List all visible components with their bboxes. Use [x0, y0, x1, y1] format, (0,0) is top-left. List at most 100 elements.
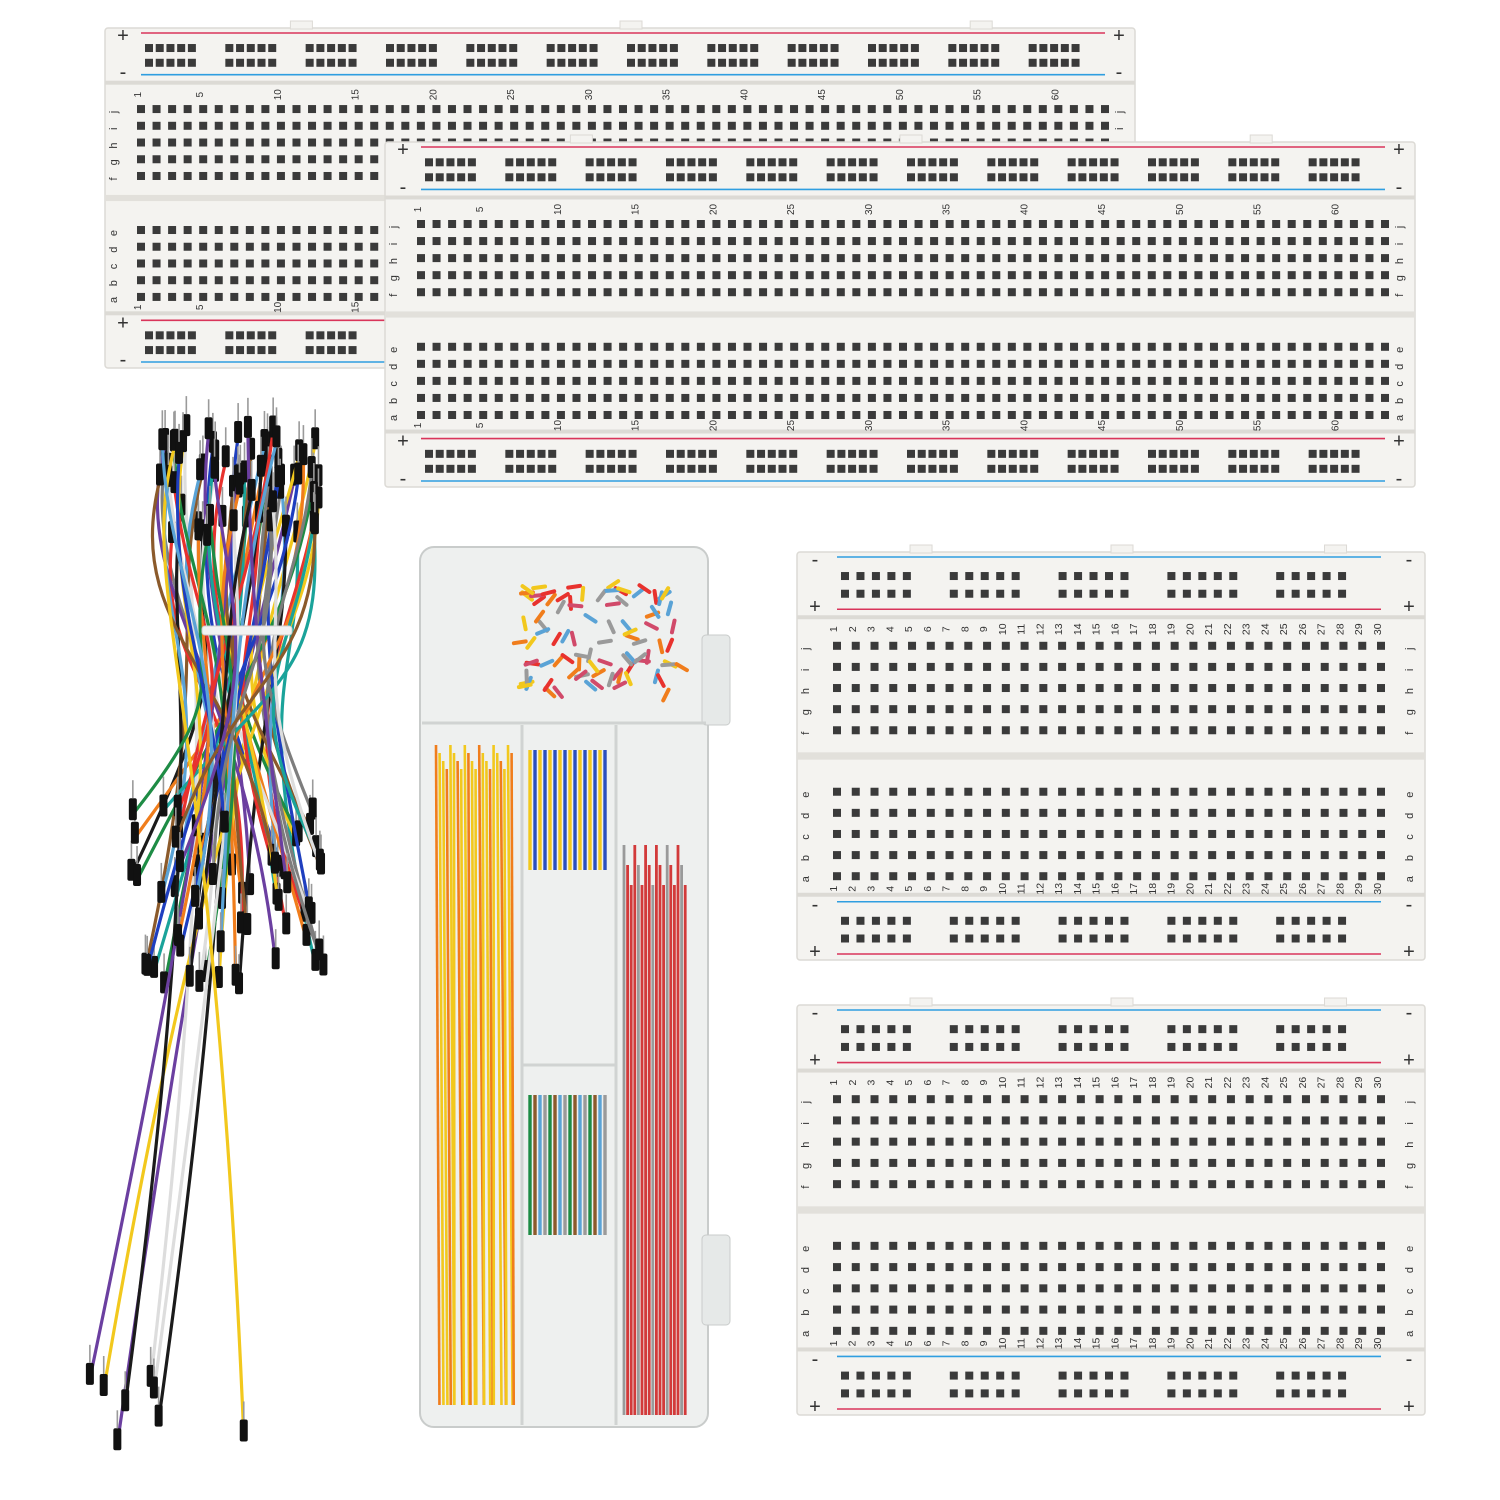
terminal-hole — [665, 376, 674, 385]
terminal-hole — [1020, 1116, 1029, 1125]
rail-hole — [1019, 464, 1028, 473]
terminal-hole — [1208, 1158, 1217, 1167]
terminal-hole — [292, 155, 301, 164]
rail-hole — [996, 589, 1005, 598]
terminal-hole — [964, 1326, 973, 1335]
terminal-hole — [1095, 1305, 1104, 1314]
rail-hole — [1067, 158, 1076, 167]
rail-hole — [1089, 158, 1098, 167]
pin-housing — [128, 798, 137, 821]
rail-hole — [809, 58, 818, 67]
rail-hole — [1105, 1042, 1113, 1051]
terminal-hole — [1170, 1284, 1179, 1293]
terminal-hole — [774, 410, 783, 419]
terminal-hole — [1245, 787, 1254, 796]
terminal-hole — [650, 105, 659, 114]
terminal-hole — [1076, 1284, 1085, 1293]
rail-hole — [939, 158, 948, 167]
terminal-hole — [1095, 1241, 1104, 1250]
terminal-hole — [1133, 726, 1142, 735]
terminal-hole — [851, 1284, 860, 1293]
terminal-hole — [976, 410, 985, 419]
rail-hole — [166, 346, 175, 355]
terminal-hole — [1283, 641, 1292, 650]
column-number: 25 — [1278, 883, 1290, 895]
column-number: 15 — [351, 301, 362, 313]
column-number: 35 — [942, 420, 953, 432]
rail-hole — [1198, 1371, 1207, 1380]
terminal-hole — [1303, 376, 1312, 385]
terminal-hole — [1245, 1116, 1254, 1125]
row-letter: b — [1404, 855, 1416, 861]
terminal-hole — [1303, 342, 1312, 351]
terminal-hole — [1339, 641, 1348, 650]
column-number: 24 — [1259, 1077, 1271, 1089]
column-number: 4 — [884, 1079, 896, 1085]
u-jumper-long — [506, 744, 514, 1406]
terminal-hole — [650, 376, 659, 385]
rail-hole — [1260, 158, 1269, 167]
row-letter: e — [1394, 347, 1406, 353]
rail-hole — [1089, 1371, 1098, 1380]
row-letter: i — [1404, 669, 1416, 671]
terminal-hole — [510, 342, 519, 351]
terminal-hole — [945, 1305, 954, 1314]
terminal-hole — [1007, 342, 1016, 351]
terminal-hole — [1151, 662, 1160, 671]
terminal-hole — [883, 393, 892, 402]
u-jumper-short — [552, 654, 565, 668]
column-number: 50 — [895, 89, 906, 101]
terminal-hole — [1038, 254, 1047, 263]
terminal-hole — [1020, 641, 1029, 650]
terminal-hole — [1318, 254, 1327, 263]
column-number: 2 — [847, 1340, 859, 1346]
rail-hole — [585, 158, 594, 167]
terminal-hole — [1339, 1263, 1348, 1272]
rail-hole — [887, 916, 896, 925]
terminal-hole — [1283, 1158, 1292, 1167]
column-number: 25 — [786, 420, 797, 432]
terminal-hole — [1178, 288, 1187, 297]
terminal-hole — [805, 237, 814, 246]
column-number: 1 — [828, 626, 840, 632]
terminal-hole — [899, 220, 907, 229]
rail-hole — [1030, 464, 1039, 473]
row-letter: j — [388, 226, 400, 229]
terminal-hole — [1001, 1137, 1010, 1146]
terminal-hole — [1318, 376, 1327, 385]
terminal-hole — [1076, 1326, 1085, 1335]
terminal-hole — [1132, 271, 1141, 280]
row-letter: i — [800, 1122, 812, 1124]
terminal-hole — [323, 242, 332, 251]
rail-hole — [177, 346, 186, 355]
terminal-hole — [1264, 1241, 1273, 1250]
terminal-hole — [137, 138, 145, 147]
rail-hole — [425, 464, 433, 473]
terminal-hole — [983, 1095, 992, 1104]
rail-hole — [177, 44, 186, 53]
terminal-hole — [479, 288, 488, 297]
terminal-hole — [852, 121, 861, 130]
terminal-hole — [1208, 684, 1217, 693]
rail-hole — [830, 44, 839, 53]
terminal-hole — [619, 376, 628, 385]
u-jumper-short — [652, 588, 659, 605]
terminal-hole — [1178, 342, 1187, 351]
rail-hole — [1089, 916, 1098, 925]
terminal-hole — [1023, 121, 1032, 130]
terminal-hole — [1226, 662, 1235, 671]
terminal-hole — [323, 155, 332, 164]
terminal-hole — [1095, 808, 1104, 817]
terminal-hole — [1283, 1305, 1292, 1314]
rail-hole — [617, 158, 626, 167]
terminal-hole — [1320, 1116, 1329, 1125]
rail-hole — [939, 173, 948, 182]
terminal-hole — [479, 237, 488, 246]
terminal-hole — [572, 254, 581, 263]
terminal-hole — [983, 1137, 992, 1146]
terminal-hole — [681, 254, 690, 263]
terminal-hole — [945, 254, 954, 263]
terminal-hole — [1283, 1284, 1292, 1293]
u-jumper-short — [606, 671, 615, 688]
terminal-hole — [1264, 1263, 1273, 1272]
